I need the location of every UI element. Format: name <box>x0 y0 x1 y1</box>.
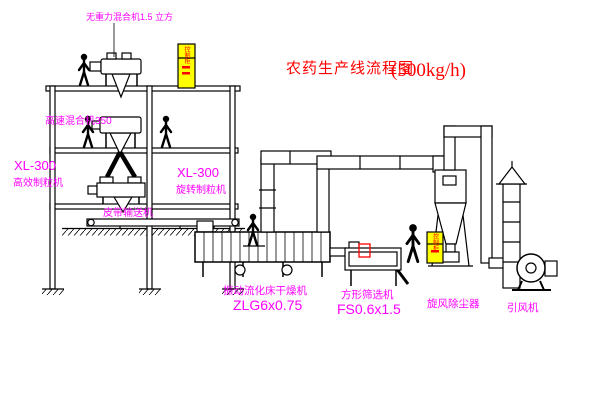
fan-legs <box>517 280 545 291</box>
cabinet-top-label: 控制柜 <box>183 45 190 65</box>
sieve-deck <box>348 251 398 267</box>
vibration-motor-left <box>234 264 246 276</box>
granulator <box>87 176 146 214</box>
cyclone-cone <box>434 202 467 245</box>
sieve-oversize-chute <box>394 267 410 285</box>
duct-riser-2 <box>316 167 330 233</box>
cyclone-discharge <box>445 243 456 253</box>
label-granulator-left-model: XL-300 <box>14 158 56 173</box>
label-fan: 引风机 <box>507 301 539 314</box>
label-high-speed-mixer: 高速混合机350 <box>45 114 112 127</box>
fan-hub <box>525 262 537 274</box>
vibration-motor-right <box>281 264 293 276</box>
building-frame <box>42 85 245 295</box>
conveyor-roller-right <box>231 218 239 227</box>
dryer-body <box>194 231 331 263</box>
induced-draft-fan <box>512 253 558 291</box>
belt-conveyor <box>86 218 240 229</box>
rain-cap <box>497 166 527 185</box>
label-dryer-model: ZLG6x0.75 <box>233 297 302 313</box>
label-granulator-left-name: 高效制粒机 <box>13 176 63 189</box>
label-dryer-name: 振动流化床干燥机 <box>223 284 307 297</box>
square-sieve <box>344 241 410 286</box>
operator-sieve <box>405 224 421 264</box>
duct-horizontal-2 <box>316 155 447 170</box>
diagram-capacity: (500kg/h) <box>391 60 466 81</box>
pipe-down <box>480 125 493 264</box>
high-speed-mixer <box>91 116 142 179</box>
y-chute <box>105 150 137 179</box>
dryer-discharge-chute <box>329 247 347 257</box>
column-mid <box>146 85 153 290</box>
label-gravity-mixer: 无重力混合机1.5 立方 <box>86 11 173 22</box>
red-marker <box>358 243 371 258</box>
granulator-inlet-right <box>127 176 142 184</box>
fan-motor <box>544 260 558 277</box>
mixer2-body <box>99 116 142 134</box>
sieve-body <box>344 247 402 271</box>
conveyor-roller-left <box>87 218 95 227</box>
cyclone-cylinder <box>434 169 467 204</box>
duct-flanges <box>259 151 401 209</box>
control-cabinet-right: 控制柜 <box>426 231 444 264</box>
roof-beam <box>45 85 241 92</box>
duct-riser-1 <box>260 157 275 233</box>
floor2-beam <box>49 147 239 154</box>
dryer-inlet-hood <box>196 220 214 233</box>
label-sieve-model: FS0.6x1.5 <box>337 301 401 317</box>
diagram-title: 农药生产线流程图 <box>286 60 414 77</box>
granulator-motor <box>87 185 98 195</box>
label-cyclone: 旋风除尘器 <box>427 297 480 310</box>
mixer-inlet-right <box>121 52 132 60</box>
label-sieve-name: 方形筛选机 <box>341 288 394 301</box>
granulator-body <box>96 182 146 198</box>
mixer-body <box>100 58 142 75</box>
fan-scroll <box>516 253 546 283</box>
labels-layer: 无重力混合机1.5 立方 高速混合机350 XL-300 高效制粒机 XL-30… <box>13 11 539 317</box>
cabinet-right-label: 控制柜 <box>432 232 439 252</box>
label-belt-conveyor: 皮带输送机 <box>103 206 153 219</box>
label-granulator-mid-name: 旋转制粒机 <box>176 183 226 196</box>
control-cabinet-top: 控制柜 <box>177 43 196 89</box>
stack-sections <box>503 201 520 263</box>
operator-floor2-left <box>81 115 95 149</box>
operator-floor2-right <box>159 115 173 149</box>
operator-dryer <box>246 213 260 247</box>
fluid-bed-dryer <box>194 220 347 277</box>
operator-top-floor <box>77 53 91 87</box>
gravity-mixer <box>89 52 142 99</box>
ground-hatch <box>62 228 245 236</box>
granulator-inlet-left <box>99 176 114 184</box>
cyclone-access-door <box>442 175 457 186</box>
column-footings <box>42 288 244 295</box>
exhaust-duct <box>259 150 447 233</box>
exhaust-stack <box>496 161 527 289</box>
label-granulator-mid-model: XL-300 <box>177 165 219 180</box>
dryer-ribs <box>203 232 322 262</box>
mixer-inlet-left <box>106 52 117 60</box>
mixer-motor <box>89 61 102 72</box>
dryer-legs <box>202 262 323 277</box>
rotary-valve <box>441 251 460 263</box>
